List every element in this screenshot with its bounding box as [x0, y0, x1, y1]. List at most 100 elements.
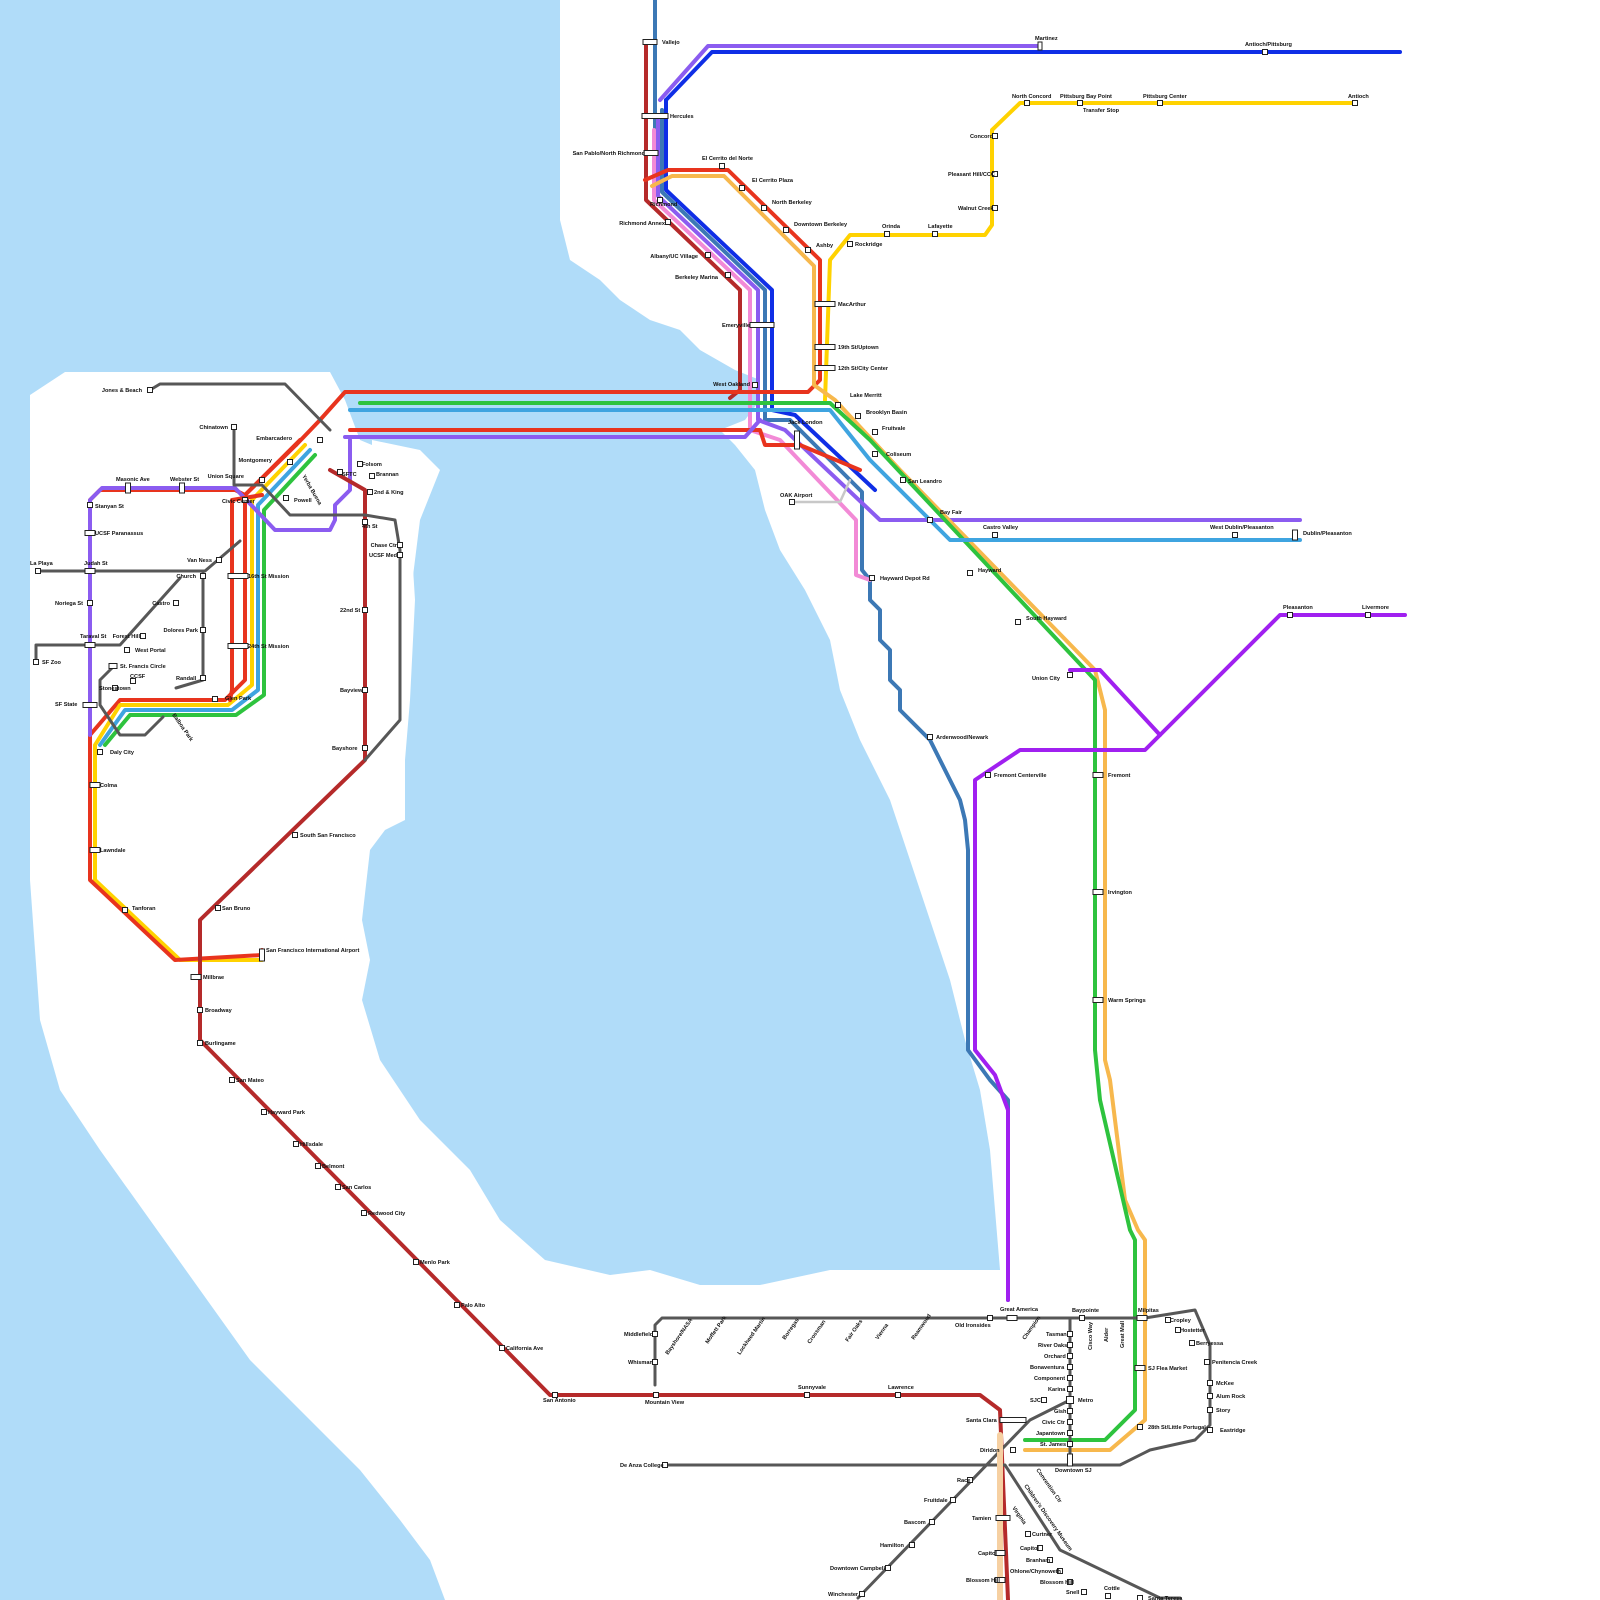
station-pleasant-hill[interactable] [992, 171, 998, 177]
station-masonic[interactable] [125, 482, 131, 494]
station-embarcadero[interactable] [317, 437, 323, 443]
station-bay-fair[interactable] [927, 517, 933, 523]
station-concord[interactable] [992, 133, 998, 139]
station-bascom[interactable] [929, 1519, 935, 1525]
station-great-america[interactable] [1006, 1315, 1018, 1321]
station-branham[interactable] [1047, 1557, 1053, 1563]
station-sftc[interactable] [337, 469, 343, 475]
station-irvington[interactable] [1092, 889, 1104, 895]
station-macarthur[interactable] [814, 301, 836, 307]
station-sixteenth[interactable] [227, 573, 249, 579]
station-st-james[interactable] [1067, 1441, 1073, 1447]
station-folsom[interactable] [357, 461, 363, 467]
station-hillsdale[interactable] [293, 1141, 299, 1147]
station-hostetter[interactable] [1175, 1327, 1181, 1333]
station-redwood-city[interactable] [361, 1210, 367, 1216]
station-ccsf[interactable] [130, 678, 136, 684]
station-ardenwood[interactable] [927, 734, 933, 740]
station-dublin[interactable] [1292, 529, 1298, 541]
station-sfo[interactable] [259, 948, 265, 962]
station-capitol-vta[interactable] [1037, 1545, 1043, 1551]
station-hayward[interactable] [967, 570, 973, 576]
station-glen-park[interactable] [212, 696, 218, 702]
station-west-dublin[interactable] [1232, 532, 1238, 538]
station-antioch-pittsburg[interactable] [1262, 49, 1268, 55]
station-bayshore[interactable] [362, 745, 368, 751]
station-martinez[interactable] [1037, 41, 1043, 51]
station-tasman[interactable] [1067, 1331, 1073, 1337]
station-chase-ctr[interactable] [397, 542, 403, 548]
station-brannan[interactable] [369, 473, 375, 479]
station-civic-ctr[interactable] [1067, 1419, 1073, 1425]
station-santa-teresa[interactable] [1137, 1595, 1143, 1600]
station-hayward-depot[interactable] [869, 575, 875, 581]
station-downtown-campbell[interactable] [885, 1565, 891, 1571]
station-fremont-centerville[interactable] [985, 772, 991, 778]
station-belmont[interactable] [315, 1163, 321, 1169]
station-dolores-park[interactable] [200, 627, 206, 633]
station-chinatown[interactable] [231, 424, 237, 430]
station-south-hayward[interactable] [1015, 619, 1021, 625]
station-randall[interactable] [200, 675, 206, 681]
station-powell[interactable] [283, 495, 289, 501]
station-old-ironsides[interactable] [987, 1315, 993, 1321]
station-broadway[interactable] [197, 1007, 203, 1013]
station-bayview[interactable] [362, 687, 368, 693]
station-sjc[interactable] [1041, 1397, 1047, 1403]
station-santa-clara[interactable] [999, 1417, 1027, 1423]
station-orinda[interactable] [884, 231, 890, 237]
station-winchester[interactable] [859, 1591, 865, 1597]
station-pittsburg-center[interactable] [1157, 100, 1163, 106]
station-hayward-park[interactable] [261, 1109, 267, 1115]
station-mckee[interactable] [1207, 1380, 1213, 1386]
station-church[interactable] [200, 573, 206, 579]
station-jack-london[interactable] [794, 430, 800, 450]
station-civic-center[interactable] [242, 497, 248, 503]
station-curtner[interactable] [1025, 1531, 1031, 1537]
station-menlo-park[interactable] [413, 1259, 419, 1265]
station-blossom-hill-vta[interactable] [1067, 1579, 1073, 1585]
station-west-portal[interactable] [124, 647, 130, 653]
station-baypointe[interactable] [1079, 1315, 1085, 1321]
station-webster[interactable] [179, 482, 185, 494]
station-jones-beach[interactable] [147, 387, 153, 393]
station-river-oaks[interactable] [1067, 1342, 1073, 1348]
station-taraval[interactable] [84, 642, 96, 648]
station-berkeley-marina[interactable] [725, 272, 731, 278]
station-twentysecond[interactable] [362, 607, 368, 613]
station-california-ave[interactable] [499, 1345, 505, 1351]
station-karina[interactable] [1067, 1386, 1073, 1392]
station-penitencia[interactable] [1204, 1359, 1210, 1365]
station-downtown-sj[interactable] [1067, 1453, 1073, 1467]
station-ucsf-parnassus[interactable] [84, 530, 96, 536]
station-la-playa[interactable] [35, 568, 41, 574]
station-sj-flea[interactable] [1134, 1365, 1146, 1371]
station-north-concord[interactable] [1024, 100, 1030, 106]
station-south-sf[interactable] [292, 832, 298, 838]
station-eastridge[interactable] [1207, 1427, 1213, 1433]
station-cottle[interactable] [1105, 1593, 1111, 1599]
station-de-anza[interactable] [662, 1462, 668, 1468]
station-judah[interactable] [84, 568, 96, 574]
station-coliseum[interactable] [872, 451, 878, 457]
station-castro-valley[interactable] [992, 532, 998, 538]
station-union-square[interactable] [259, 477, 265, 483]
station-capitol[interactable] [994, 1550, 1006, 1556]
station-stanyan[interactable] [87, 502, 93, 508]
station-second-king[interactable] [367, 489, 373, 495]
station-emeryville[interactable] [749, 322, 775, 328]
station-warm-springs[interactable] [1092, 997, 1104, 1003]
station-story[interactable] [1207, 1407, 1213, 1413]
station-sunnyvale[interactable] [804, 1392, 810, 1398]
station-union-city[interactable] [1067, 672, 1073, 678]
station-component[interactable] [1067, 1375, 1073, 1381]
station-lafayette[interactable] [932, 231, 938, 237]
station-cropley[interactable] [1165, 1317, 1171, 1323]
station-fruitvale[interactable] [872, 429, 878, 435]
station-brooklyn-basin[interactable] [855, 413, 861, 419]
station-japantown[interactable] [1067, 1430, 1073, 1436]
station-fremont[interactable] [1092, 772, 1104, 778]
station-san-pablo[interactable] [643, 150, 659, 156]
station-colma[interactable] [89, 782, 101, 788]
station-lawndale[interactable] [89, 847, 101, 853]
